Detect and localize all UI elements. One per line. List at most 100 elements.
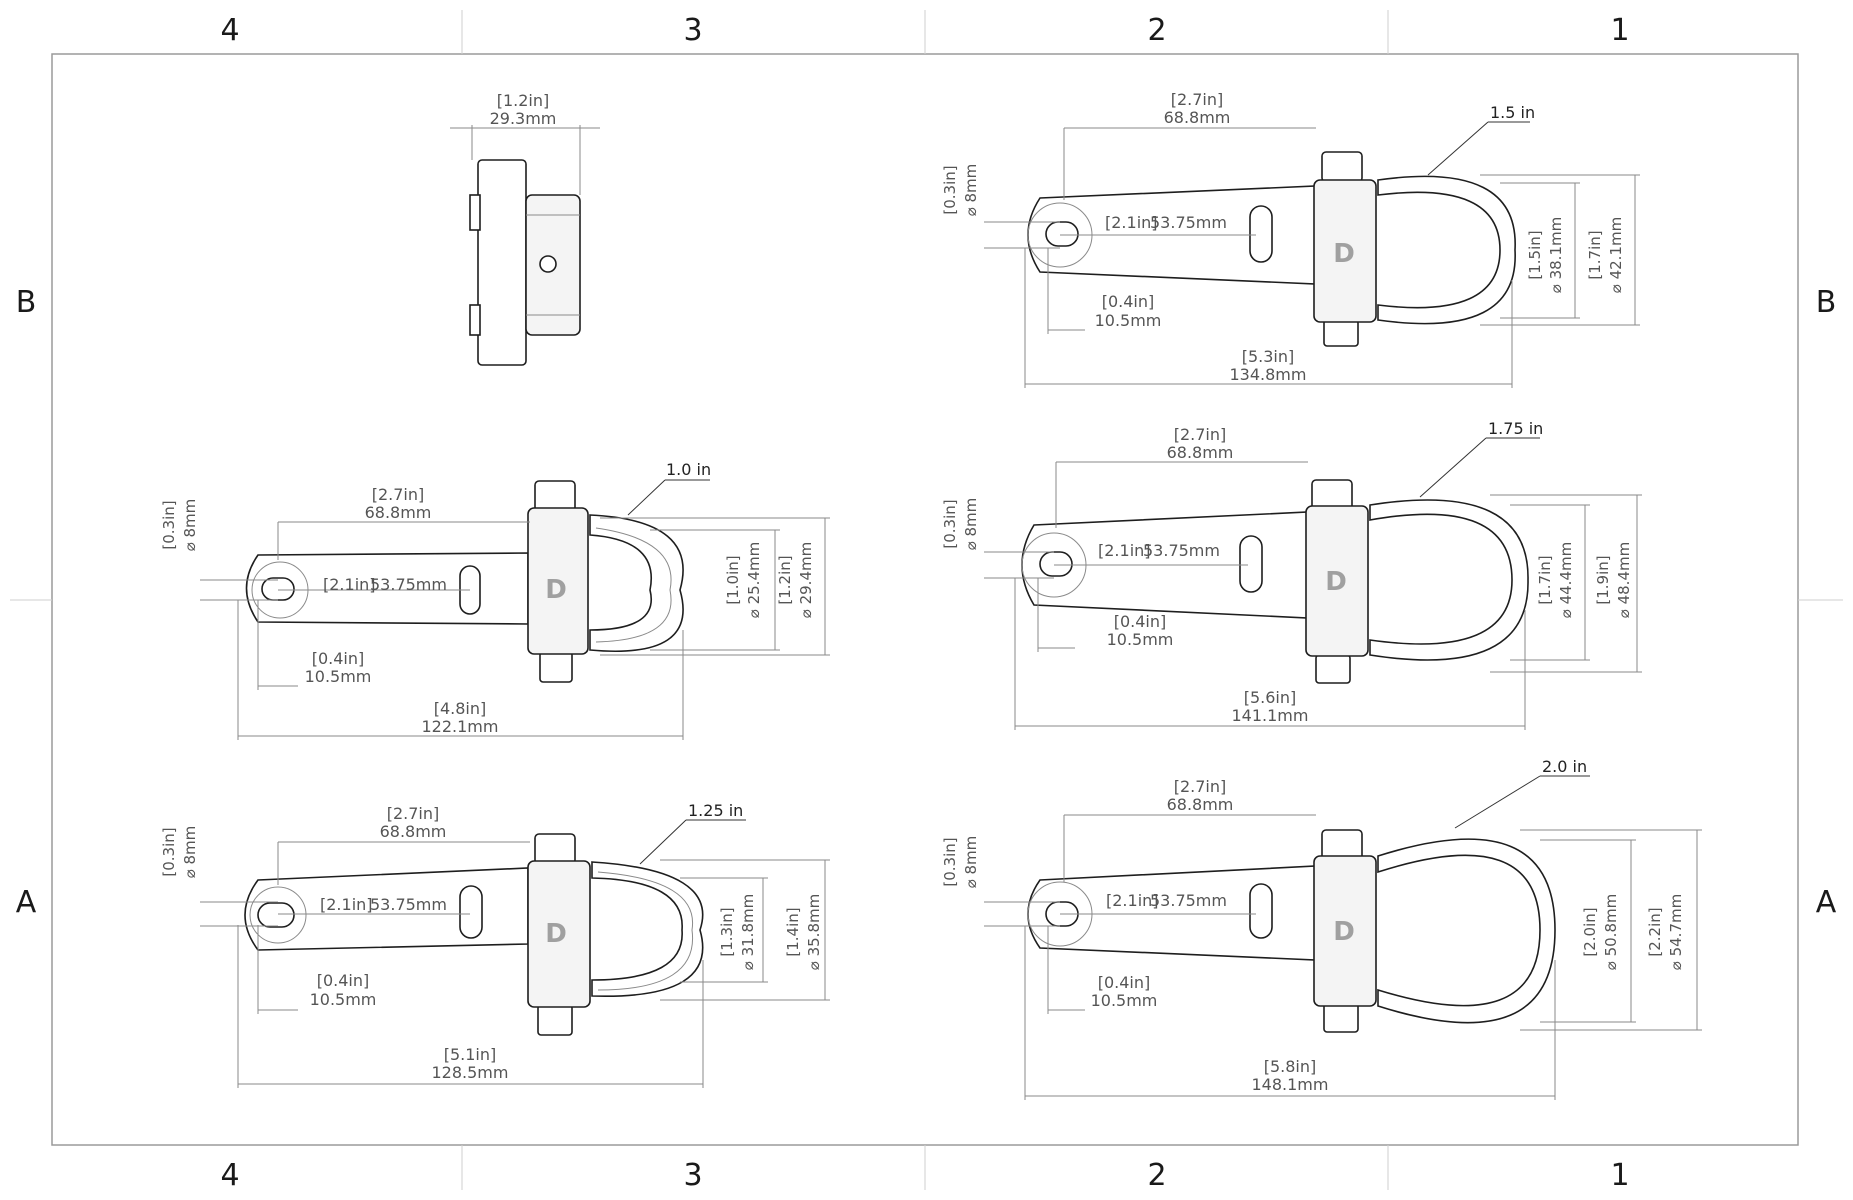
clamp-1-25-arm-in: [2.7in] — [387, 804, 440, 823]
clamp-2-0-arm-mm: 68.8mm — [1167, 795, 1234, 814]
clamp-1-25-inner-mm: ⌀ 31.8mm — [739, 894, 757, 970]
zone-row-right-a: A — [1816, 885, 1837, 920]
clamp-1-0-inner-in: [1.0in] — [724, 555, 742, 604]
clamp-2-0-outer-in: [2.2in] — [1646, 907, 1664, 956]
svg-text:D: D — [545, 575, 567, 605]
clamp-1-0-slot-in: [2.1in] — [323, 575, 376, 594]
svg-text:D: D — [1325, 567, 1347, 597]
side-view: [1.2in] 29.3mm — [450, 91, 600, 366]
clamp-1-25-hole-in: [0.3in] — [160, 827, 178, 876]
clamp-1-75-offset-in: [0.4in] — [1114, 612, 1167, 631]
clamp-1-75-total-mm: 141.1mm — [1232, 706, 1309, 725]
clamp-1-75-total-in: [5.6in] — [1244, 688, 1297, 707]
clamp-1-5-arm-in: [2.7in] — [1171, 90, 1224, 109]
zone-col-bottom-1: 1 — [1610, 1158, 1629, 1193]
clamp-1-0-arm-mm: 68.8mm — [365, 503, 432, 522]
clamp-1-5-outer-in: [1.7in] — [1586, 230, 1604, 279]
zone-col-bottom-2: 2 — [1147, 1158, 1166, 1193]
clamp-1-75-slot-mm: 53.75mm — [1143, 541, 1220, 560]
clamp-2-0-slot-mm: 53.75mm — [1150, 891, 1227, 910]
clamp-1-75-outer-mm: ⌀ 48.4mm — [1615, 542, 1633, 618]
zone-row-left-a: A — [16, 885, 37, 920]
clamp-1-5-offset-mm: 10.5mm — [1095, 311, 1162, 330]
clamp-1-75-inner-in: [1.7in] — [1536, 555, 1554, 604]
clamp-1-75-inner-mm: ⌀ 44.4mm — [1557, 542, 1575, 618]
clamp-1-25-outer-mm: ⌀ 35.8mm — [805, 894, 823, 970]
clamp-2-0-offset-in: [0.4in] — [1098, 973, 1151, 992]
clamp-1-5-hole-in: [0.3in] — [941, 165, 959, 214]
clamp-1-0-inner-mm: ⌀ 25.4mm — [745, 542, 763, 618]
clamp-1-5-arm-mm: 68.8mm — [1164, 108, 1231, 127]
clamp-1-5-slot-mm: 53.75mm — [1150, 213, 1227, 232]
zone-row-right-b: B — [1816, 285, 1837, 320]
zone-col-top-3: 3 — [683, 13, 702, 48]
clamp-1-25-arm-mm: 68.8mm — [380, 822, 447, 841]
clamp-1-0-total-mm: 122.1mm — [422, 717, 499, 736]
clamp-2-0-arm-in: [2.7in] — [1174, 777, 1227, 796]
clamp-2-0-inner-mm: ⌀ 50.8mm — [1602, 894, 1620, 970]
clamp-2-0-hole-mm: ⌀ 8mm — [962, 836, 980, 889]
clamp-1-5-inner-mm: ⌀ 38.1mm — [1547, 217, 1565, 293]
clamp-1-0-hole-mm: ⌀ 8mm — [181, 499, 199, 552]
clamp-1-25-total-in: [5.1in] — [444, 1045, 497, 1064]
clamp-1-25-offset-mm: 10.5mm — [310, 990, 377, 1009]
zone-row-left-b: B — [16, 285, 37, 320]
zone-col-top-2: 2 — [1147, 13, 1166, 48]
zone-dividers — [10, 10, 1843, 1190]
side-width-in: [1.2in] — [497, 91, 550, 110]
clamp-1-25-total-mm: 128.5mm — [432, 1063, 509, 1082]
clamp-1-5-callout: 1.5 in — [1490, 103, 1535, 122]
clamp-view-1-0: D [2.7in] 68.8mm [0.3in] ⌀ 8mm [2.1in] 5… — [160, 460, 830, 740]
clamp-2-0-offset-mm: 10.5mm — [1091, 991, 1158, 1010]
clamp-1-25-callout: 1.25 in — [688, 801, 743, 820]
clamp-1-75-arm-in: [2.7in] — [1174, 425, 1227, 444]
clamp-1-25-slot-in: [2.1in] — [320, 895, 373, 914]
clamp-2-0-total-in: [5.8in] — [1264, 1057, 1317, 1076]
clamp-2-0-callout: 2.0 in — [1542, 757, 1587, 776]
clamp-1-25-slot-mm: 53.75mm — [370, 895, 447, 914]
side-width-mm: 29.3mm — [490, 109, 557, 128]
clamp-1-25-inner-in: [1.3in] — [718, 907, 736, 956]
clamp-1-0-outer-mm: ⌀ 29.4mm — [797, 542, 815, 618]
clamp-1-5-slot-in: [2.1in] — [1105, 213, 1158, 232]
clamp-1-5-offset-in: [0.4in] — [1102, 292, 1155, 311]
zone-col-bottom-3: 3 — [683, 1158, 702, 1193]
zone-col-top-4: 4 — [220, 13, 239, 48]
clamp-view-2-0: D [2.7in] 68.8mm [0.3in] ⌀ 8mm [2.1in] 5… — [941, 757, 1702, 1100]
svg-text:D: D — [1333, 239, 1355, 269]
clamp-1-5-total-in: [5.3in] — [1242, 347, 1295, 366]
clamp-1-5-total-mm: 134.8mm — [1230, 365, 1307, 384]
clamp-view-1-5: D [2.7in] 68.8mm [0.3in] ⌀ 8mm [2.1in] 5… — [941, 90, 1640, 388]
clamp-2-0-total-mm: 148.1mm — [1252, 1075, 1329, 1094]
clamp-2-0-hole-in: [0.3in] — [941, 837, 959, 886]
clamp-1-75-hole-in: [0.3in] — [941, 499, 959, 548]
clamp-1-25-outer-in: [1.4in] — [784, 907, 802, 956]
clamp-1-5-outer-mm: ⌀ 42.1mm — [1607, 217, 1625, 293]
clamp-view-1-75: D [2.7in] 68.8mm [0.3in] ⌀ 8mm [2.1in] 5… — [941, 419, 1642, 730]
clamp-1-25-offset-in: [0.4in] — [317, 971, 370, 990]
clamp-1-0-slot-mm: 53.75mm — [370, 575, 447, 594]
clamp-1-75-callout: 1.75 in — [1488, 419, 1543, 438]
clamp-2-0-slot-in: [2.1in] — [1106, 891, 1159, 910]
clamp-1-75-offset-mm: 10.5mm — [1107, 630, 1174, 649]
clamp-1-0-callout: 1.0 in — [666, 460, 711, 479]
clamp-1-0-arm-in: [2.7in] — [372, 485, 425, 504]
clamp-1-75-outer-in: [1.9in] — [1594, 555, 1612, 604]
clamp-1-25-hole-mm: ⌀ 8mm — [181, 826, 199, 879]
clamp-1-75-arm-mm: 68.8mm — [1167, 443, 1234, 462]
clamp-1-0-hole-in: [0.3in] — [160, 500, 178, 549]
clamp-1-0-total-in: [4.8in] — [434, 699, 487, 718]
clamp-view-1-25: D [2.7in] 68.8mm [0.3in] ⌀ 8mm [2.1in] 5… — [160, 801, 830, 1088]
clamp-1-5-inner-in: [1.5in] — [1526, 230, 1544, 279]
clamp-1-0-offset-in: [0.4in] — [312, 649, 365, 668]
clamp-2-0-inner-in: [2.0in] — [1581, 907, 1599, 956]
clamp-1-5-hole-mm: ⌀ 8mm — [962, 164, 980, 217]
clamp-1-0-outer-in: [1.2in] — [776, 555, 794, 604]
zone-col-bottom-4: 4 — [220, 1158, 239, 1193]
clamp-1-75-hole-mm: ⌀ 8mm — [962, 498, 980, 551]
zone-col-top-1: 1 — [1610, 13, 1629, 48]
clamp-1-75-slot-in: [2.1in] — [1098, 541, 1151, 560]
clamp-1-0-offset-mm: 10.5mm — [305, 667, 372, 686]
svg-text:D: D — [545, 919, 567, 949]
